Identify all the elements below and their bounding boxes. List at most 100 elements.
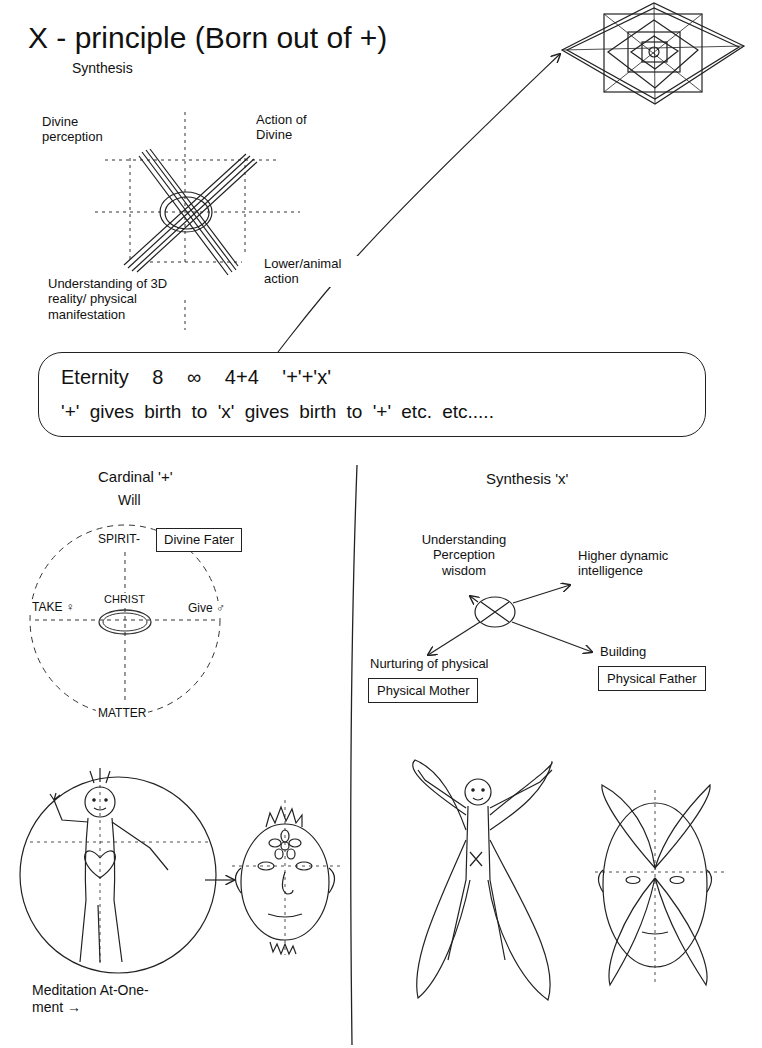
meditating-figure-part (30, 785, 210, 965)
divider-line-part (351, 465, 357, 1045)
annotation-label: Give ♂ (186, 601, 227, 615)
annotation-label: Understanding of 3D reality/ physical ma… (46, 276, 175, 322)
meditating-figure-part (112, 822, 168, 870)
lotus-head-part (287, 849, 295, 859)
divider-line (351, 465, 357, 1045)
labeled-box: BuildingPhysical Father (598, 644, 706, 691)
synthesis-arrows-part (428, 622, 480, 655)
cardinal-cross (30, 525, 220, 715)
butterfly-face (595, 785, 725, 985)
butterfly-figure-part (413, 760, 466, 830)
annotation-label: CHRIST (102, 593, 147, 606)
lotus-head-part (282, 872, 293, 894)
butterfly-figure-part (473, 798, 483, 800)
cardinal-cross-part (103, 613, 147, 631)
meditating-figure-part (90, 768, 110, 783)
box-text: Physical Mother (368, 678, 478, 704)
annotation-label: Will (116, 492, 143, 509)
meditating-figure-part (94, 808, 106, 810)
lotus-head-part (275, 849, 283, 859)
butterfly-face-part (655, 785, 710, 868)
meditating-figure-part (85, 851, 116, 878)
box-text: Divine Fater (164, 532, 234, 548)
box-heading: Nurturing of physical (368, 656, 491, 672)
meditating-figure-part (205, 879, 234, 880)
butterfly-face-part (599, 870, 712, 892)
synthesis-x-part (165, 197, 209, 229)
lotus-head-part (269, 839, 281, 847)
synthesis-arrows-part (513, 585, 570, 603)
synthesis-x (124, 149, 257, 275)
title: X - principle (Born out of +) (26, 20, 389, 55)
annotation-label: Synthesis (70, 60, 135, 77)
cross-grid-part (130, 158, 245, 262)
lotus-head-part (258, 862, 274, 870)
butterfly-figure-part (488, 840, 550, 1000)
labeled-box: Nurturing of physicalPhysical Mother (368, 656, 491, 703)
box-heading: Building (598, 644, 706, 660)
annotation-label: Meditation At-One-ment → (30, 982, 152, 1015)
synthesis-arrows (428, 585, 592, 655)
butterfly-figure-part (417, 840, 470, 998)
lotus-head-part (232, 800, 340, 955)
synthesis-x-part (160, 192, 212, 232)
cardinal-cross-part (35, 552, 215, 700)
leader-arrow (278, 54, 560, 352)
annotation-label: Action of Divine (254, 112, 348, 143)
lotus-head-part (281, 830, 289, 842)
annotation-label: Synthesis 'x' (484, 470, 570, 488)
butterfly-figure-part (490, 762, 552, 830)
lotus-head-part (241, 824, 329, 940)
box-text: Physical Father (598, 666, 706, 692)
lotus-head-part (270, 942, 296, 954)
spiral-diamond-part (562, 3, 744, 104)
annotation-label: TAKE ♀ (30, 600, 77, 614)
butterfly-face-part (609, 878, 655, 985)
butterfly-face-part (602, 785, 655, 868)
synthesis-arrows-part (481, 602, 509, 622)
spiral-diamond-part (562, 3, 744, 104)
butterfly-figure-part (470, 852, 482, 866)
annotation-label: Higher dynamic intelligence (576, 548, 695, 579)
cardinal-cross-part (99, 610, 151, 634)
cross-grid-part (185, 112, 186, 330)
butterfly-figure-part (418, 770, 552, 808)
cross-grid-part (105, 160, 280, 262)
lotus-head-part (266, 807, 302, 827)
butterfly-figure-part (448, 806, 505, 960)
annotation-label: Lower/animal action (262, 256, 366, 287)
meditating-figure (20, 768, 234, 973)
meditating-figure-part (105, 799, 107, 801)
cardinal-cross-part (30, 525, 220, 715)
butterfly-figure (413, 760, 552, 1000)
band-body: '+' gives birth to 'x' gives birth to '+… (61, 401, 683, 424)
meditating-figure-part (20, 777, 216, 973)
meditating-figure-part (93, 799, 95, 801)
labeled-box: Divine Fater (156, 528, 242, 552)
synthesis-arrows-part (470, 596, 478, 602)
butterfly-face-part (670, 877, 684, 884)
annotation-label: Cardinal '+' (96, 468, 175, 486)
butterfly-figure-part (472, 789, 474, 791)
meditating-figure-part (80, 818, 122, 962)
synthesis-arrows-part (475, 597, 515, 627)
butterfly-face-part (642, 932, 668, 934)
synthesis-arrows-part (512, 622, 592, 652)
butterfly-figure-part (465, 779, 491, 805)
rounded-band: Eternity 8 ∞ 4+4 '+'+'x' '+' gives birth … (38, 352, 706, 437)
annotation-label: SPIRIT- (96, 532, 142, 546)
butterfly-face-part (595, 790, 725, 985)
lotus-head-part (281, 842, 289, 850)
spiral-diamond (562, 3, 744, 104)
leader-arrow-path (278, 54, 560, 352)
lotus-head-part (289, 839, 301, 847)
butterfly-face-part (655, 878, 707, 985)
lotus-head-part (268, 914, 302, 917)
band-heading: Eternity 8 ∞ 4+4 '+'+'x' (61, 365, 683, 389)
annotation-label: Understanding Perception wisdom (412, 532, 516, 578)
synthesis-x-part (124, 154, 257, 272)
lotus-head-part (296, 862, 312, 870)
